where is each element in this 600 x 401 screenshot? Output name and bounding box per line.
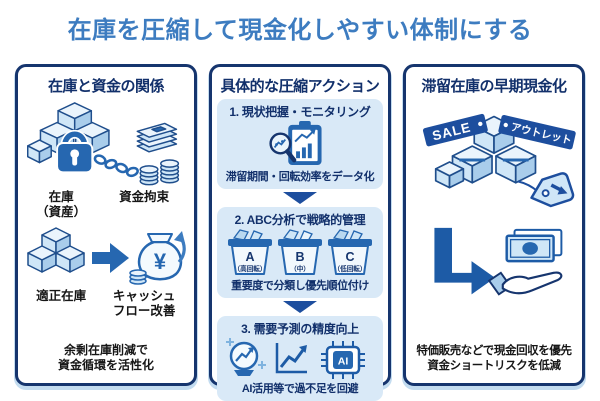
optimal-inventory-label: 適正在庫 xyxy=(36,289,87,303)
label-row-bottom: 適正在庫 キャッシュ フロー改善 xyxy=(23,289,189,319)
funds-tied-label: 資金拘束 xyxy=(119,190,170,204)
panels-row: 在庫と資金の関係 xyxy=(15,64,585,401)
down-arrow-icon xyxy=(283,192,317,204)
coin-stacks-icon xyxy=(139,159,180,186)
panel-cash-header: 滞留在庫の早期現金化 xyxy=(421,78,567,95)
left-panel-caption: 余剰在庫削減で 資金循環を活性化 xyxy=(57,342,154,373)
crystal-ball-icon xyxy=(226,338,266,376)
banknote-icon xyxy=(505,228,563,263)
right-arrow-icon xyxy=(92,243,129,273)
locked-inventory-chain-money-icon xyxy=(27,102,180,186)
step-1-title: 1. 現状把握・モニタリング xyxy=(229,105,371,119)
step-1-caption: 滞留期間・回転効率をデータ化 xyxy=(225,171,375,183)
step-3-caption: AI活用等で過不足を回避 xyxy=(241,383,359,395)
ai-chip-icon: AI xyxy=(321,341,365,379)
growth-chart-icon xyxy=(275,343,307,374)
price-tag-icon xyxy=(517,172,575,208)
bin-a-sublabel: （高回転） xyxy=(234,264,267,273)
bin-c-letter: C xyxy=(345,250,354,264)
optimal-inventory-cashflow-icon: ¥ xyxy=(27,227,186,285)
panel-actions-header: 具体的な圧縮アクション xyxy=(220,78,380,95)
panel-inventory-funds-header: 在庫と資金の関係 xyxy=(47,78,165,95)
cashflow-improve-label: キャッシュ フロー改善 xyxy=(112,289,176,318)
down-right-arrow-icon xyxy=(434,227,495,295)
panel-compression-actions: 具体的な圧縮アクション 1. 現状把握・モニタリング xyxy=(209,64,391,401)
label-row-top: 在庫 （資産） 資金拘束 xyxy=(23,190,189,220)
step-3-title: 3. 需要予測の精度向上 xyxy=(241,322,359,336)
yen-symbol: ¥ xyxy=(154,249,167,274)
right-panel-caption: 特価販売などで現金回収を優先 資金ショートリスクを低減 xyxy=(416,345,572,373)
bin-a: A （高回転） xyxy=(228,229,272,275)
step-abc-analysis: 2. ABC分析で戦略的管理 A （高回転） xyxy=(217,207,383,298)
small-coins-icon xyxy=(129,269,147,285)
chain-icon xyxy=(93,154,139,178)
step-monitoring: 1. 現状把握・モニタリング 滞留期間・回転効率をデータ化 xyxy=(217,99,383,189)
step-2-title: 2. ABC分析で戦略的管理 xyxy=(234,213,366,227)
bin-c-sublabel: （低回転） xyxy=(334,264,367,273)
down-arrow-icon xyxy=(283,301,317,313)
clipboard-chart-magnifier-icon xyxy=(269,120,322,166)
bin-b-sublabel: （中） xyxy=(290,264,310,273)
forecast-icons: AI xyxy=(226,338,365,379)
step-demand-forecast: 3. 需要予測の精度向上 xyxy=(217,316,383,401)
step-2-caption: 重要度で分類し優先順位付け xyxy=(231,280,369,292)
up-arrow-icon xyxy=(174,231,186,264)
hand-icon xyxy=(487,271,563,296)
bin-b-letter: B xyxy=(295,250,304,264)
bin-c: C （低回転） xyxy=(328,229,372,275)
bin-b: B （中） xyxy=(278,229,322,275)
panel-early-cash-conversion: 滞留在庫の早期現金化 xyxy=(403,64,585,386)
bin-a-letter: A xyxy=(245,250,254,264)
padlock-icon xyxy=(56,129,94,174)
ai-chip-label: AI xyxy=(338,356,349,368)
abc-bins-icon: A （高回転） B （中） xyxy=(228,229,372,275)
inventory-asset-label: 在庫 （資産） xyxy=(36,190,87,219)
money-stack-icon xyxy=(136,122,178,153)
page-title: 在庫を圧縮して現金化しやすい体制にする xyxy=(67,17,533,44)
sale-outlet-boxes-icon: SALE アウトレット xyxy=(422,113,576,208)
money-bag-icon: ¥ xyxy=(137,233,183,281)
panel-inventory-funds: 在庫と資金の関係 xyxy=(15,64,197,386)
cash-recovery-icon xyxy=(434,227,563,296)
